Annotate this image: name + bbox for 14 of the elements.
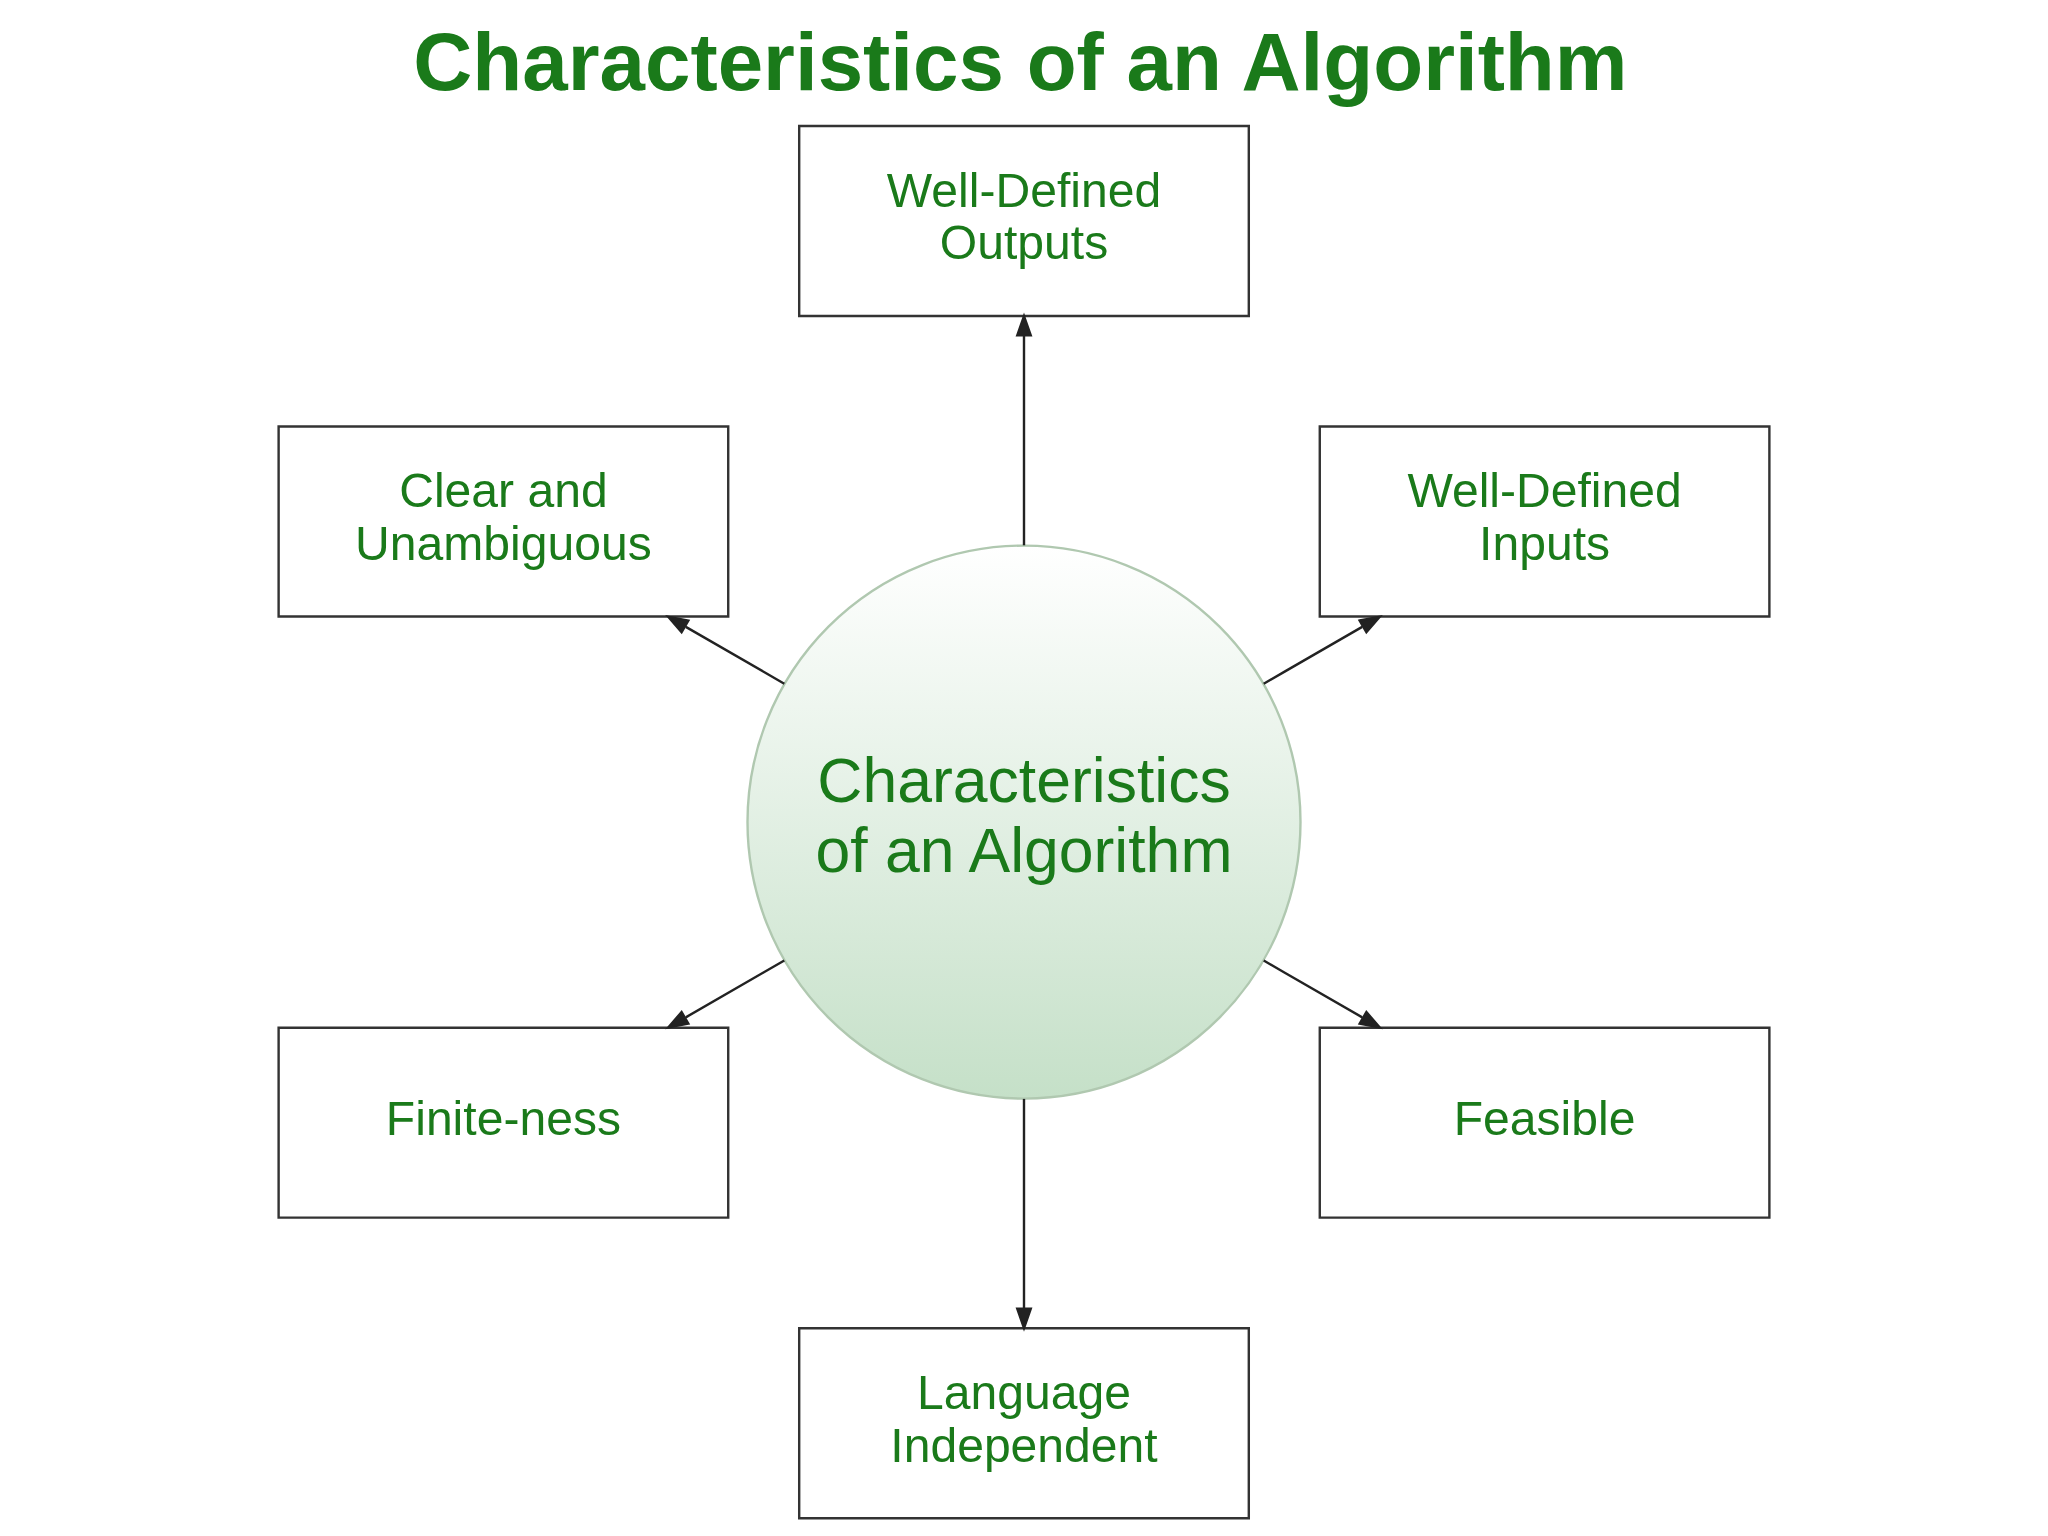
node-box: Feasible — [1318, 1026, 1771, 1219]
arrow — [1263, 614, 1383, 685]
node-box: Language Independent — [798, 1327, 1250, 1520]
arrow — [1015, 312, 1033, 546]
node-box: Well-Defined Outputs — [798, 124, 1250, 318]
arrow — [665, 614, 785, 685]
node-circle: Characteristics of an Algorithm — [746, 544, 1302, 1100]
arrow — [1015, 1098, 1033, 1332]
node-box: Well-Defined Inputs — [1318, 425, 1771, 618]
diagram-title: Characteristics of an Algorithm — [413, 16, 1628, 108]
arrow — [665, 959, 785, 1030]
node-box: Clear and Unambiguous — [277, 425, 730, 618]
node-box: Finite-ness — [277, 1026, 730, 1219]
arrow — [1263, 959, 1383, 1030]
